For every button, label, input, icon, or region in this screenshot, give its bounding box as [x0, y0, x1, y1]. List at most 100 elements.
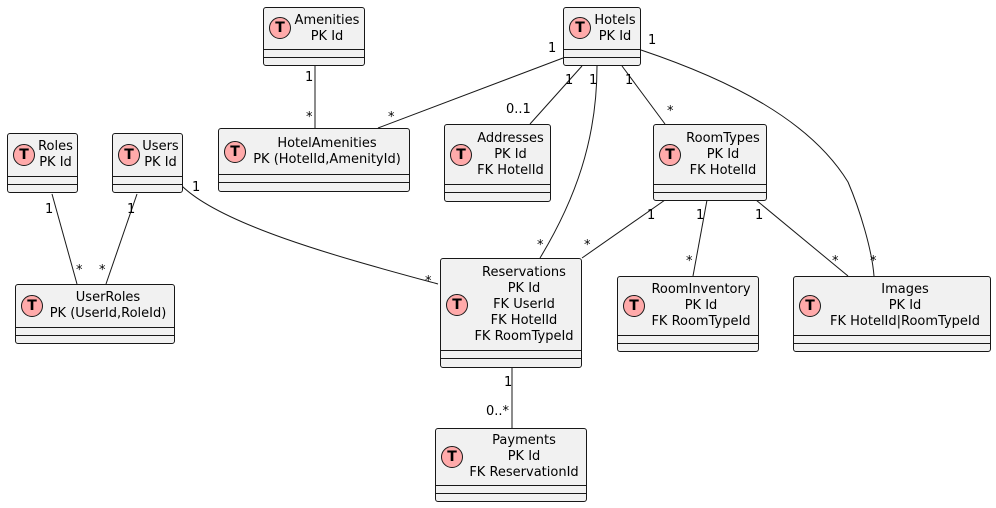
entity-header: T Hotels PK Id — [564, 8, 640, 50]
entity-field: FK HotelId — [689, 162, 757, 178]
cardinality-label: * — [425, 274, 432, 289]
entity-name: HotelAmenities — [277, 135, 377, 151]
entity-name: RoomTypes — [686, 130, 760, 146]
table-icon: T — [224, 141, 246, 163]
entity-divider — [445, 185, 550, 193]
entity-header: T RoomTypes PK Id FK HotelId — [654, 125, 766, 185]
cardinality-label: * — [76, 263, 83, 278]
entity-roominventory[interactable]: T RoomInventory PK Id FK RoomTypeId — [617, 276, 759, 352]
entity-field: PK Id — [706, 146, 740, 162]
cardinality-label: * — [388, 110, 395, 125]
entity-field: PK (HotelId,AmenityId) — [253, 151, 401, 167]
cardinality-label: 1 — [625, 73, 634, 88]
entity-header: T RoomInventory PK Id FK RoomTypeId — [618, 277, 758, 336]
cardinality-label: * — [870, 254, 877, 269]
table-icon: T — [623, 295, 645, 317]
table-icon: T — [13, 144, 35, 166]
cardinality-label: 0..1 — [506, 102, 531, 117]
entity-users[interactable]: T Users PK Id — [112, 133, 183, 193]
entity-name: Images — [881, 282, 929, 297]
cardinality-label: 1 — [589, 73, 598, 88]
entity-divider — [219, 175, 409, 183]
entity-name: Addresses — [477, 130, 544, 146]
entity-roles[interactable]: T Roles PK Id — [7, 133, 78, 193]
entity-field: FK HotelId — [477, 162, 544, 178]
table-icon: T — [659, 144, 681, 166]
entity-field: FK RoomTypeId — [651, 314, 751, 329]
entity-header: T Roles PK Id — [8, 134, 77, 177]
entity-addresses[interactable]: T Addresses PK Id FK HotelId — [444, 124, 551, 202]
entity-hotels[interactable]: T Hotels PK Id — [563, 7, 641, 66]
entity-header: T Addresses PK Id FK HotelId — [445, 125, 550, 185]
entity-header: T Reservations PK Id FK UserId FK HotelI… — [441, 259, 581, 351]
edge-roomtypes-reservations — [581, 199, 666, 259]
table-icon: T — [446, 294, 468, 316]
table-icon: T — [441, 446, 463, 468]
entity-hotelamenities[interactable]: T HotelAmenities PK (HotelId,AmenityId) — [218, 128, 410, 192]
entity-field: PK Id — [144, 155, 177, 170]
entity-field: PK Id — [598, 28, 632, 44]
entity-field: PK Id — [39, 155, 72, 170]
cardinality-label: * — [832, 254, 839, 269]
entity-payments[interactable]: T Payments PK Id FK ReservationId — [435, 428, 587, 502]
cardinality-label: 1 — [565, 73, 574, 88]
edge-roomtypes-images — [755, 199, 849, 277]
cardinality-label: 1 — [45, 202, 54, 217]
cardinality-label: 1 — [648, 33, 657, 48]
entity-name: Payments — [492, 433, 556, 448]
table-icon: T — [799, 295, 821, 317]
entity-divider — [654, 185, 766, 193]
cardinality-label: 1 — [305, 70, 314, 85]
table-icon: T — [118, 144, 140, 166]
entity-field: FK ReservationId — [469, 465, 579, 480]
entity-divider — [441, 351, 581, 359]
entity-divider — [436, 486, 586, 494]
cardinality-label: 1 — [504, 375, 513, 390]
cardinality-label: * — [686, 254, 693, 269]
entity-header: T Payments PK Id FK ReservationId — [436, 429, 586, 486]
entity-field: FK HotelId|RoomTypeId — [829, 314, 980, 329]
edge-users-userroles — [105, 193, 138, 285]
entity-divider — [264, 50, 364, 58]
cardinality-label: 1 — [127, 202, 136, 217]
entity-header: T Users PK Id — [113, 134, 182, 177]
entity-header: T HotelAmenities PK (HotelId,AmenityId) — [219, 129, 409, 175]
cardinality-label: * — [667, 104, 674, 119]
entity-divider — [8, 177, 77, 185]
entity-reservations[interactable]: T Reservations PK Id FK UserId FK HotelI… — [440, 258, 582, 368]
entity-header: T UserRoles PK (UserId,RoleId) — [16, 285, 174, 328]
cardinality-label: 0..* — [486, 404, 510, 419]
entity-name: RoomInventory — [651, 282, 751, 297]
entity-field: FK RoomTypeId — [474, 328, 574, 344]
edge-users-reservations — [179, 183, 439, 285]
edge-roomtypes-roominventory — [692, 199, 708, 277]
cardinality-label: 1 — [647, 208, 656, 223]
cardinality-label: * — [537, 238, 544, 253]
cardinality-label: 1 — [755, 208, 764, 223]
entity-userroles[interactable]: T UserRoles PK (UserId,RoleId) — [15, 284, 175, 344]
cardinality-label: * — [99, 263, 106, 278]
entity-header: T Amenities PK Id — [264, 8, 364, 50]
entity-amenities[interactable]: T Amenities PK Id — [263, 7, 365, 66]
cardinality-label: * — [306, 110, 313, 125]
table-icon: T — [21, 295, 43, 317]
edge-hotels-hotelamenities — [377, 57, 564, 129]
cardinality-label: 1 — [696, 208, 705, 223]
edge-roles-userroles — [51, 193, 78, 285]
entity-images[interactable]: T Images PK Id FK HotelId|RoomTypeId — [793, 276, 991, 352]
cardinality-label: 1 — [192, 180, 201, 195]
entity-field: PK Id — [310, 28, 344, 44]
table-icon: T — [569, 17, 591, 39]
entity-roomtypes[interactable]: T RoomTypes PK Id FK HotelId — [653, 124, 767, 201]
entity-field: PK (UserId,RoleId) — [49, 306, 167, 321]
entity-header: T Images PK Id FK HotelId|RoomTypeId — [794, 277, 990, 336]
table-icon: T — [450, 144, 472, 166]
edge-hotels-reservations — [539, 65, 598, 259]
cardinality-label: 1 — [548, 41, 557, 56]
entity-divider — [794, 336, 990, 344]
entity-divider — [564, 50, 640, 58]
cardinality-label: * — [584, 238, 591, 253]
entity-field: PK Id — [507, 280, 541, 296]
